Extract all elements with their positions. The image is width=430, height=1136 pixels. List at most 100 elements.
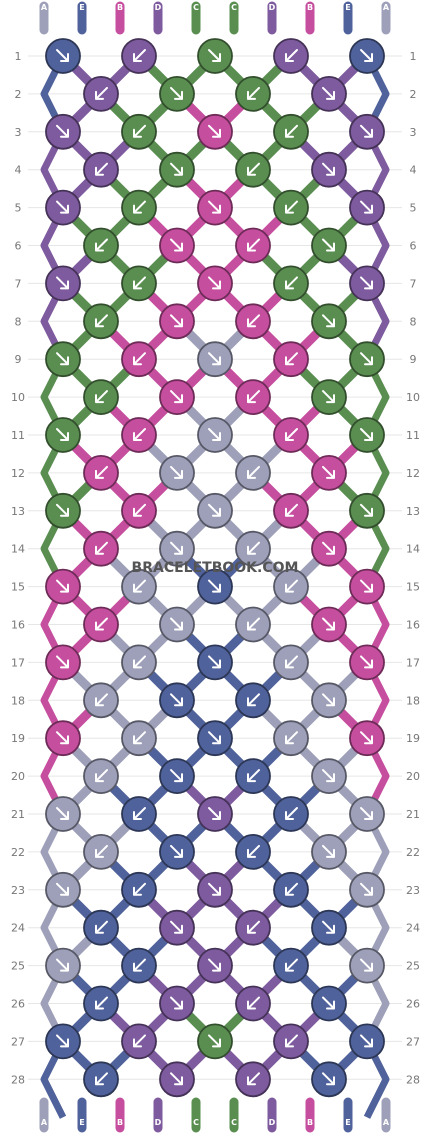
knot[interactable] (83, 76, 119, 112)
knot[interactable] (159, 682, 195, 719)
knot[interactable] (235, 76, 271, 112)
knot[interactable] (349, 796, 385, 832)
knot[interactable] (159, 227, 195, 264)
knot[interactable] (45, 947, 81, 984)
knot[interactable] (235, 530, 271, 567)
knot[interactable] (159, 530, 195, 567)
knot[interactable] (311, 76, 347, 112)
knot[interactable] (45, 644, 81, 681)
knot[interactable] (121, 38, 157, 74)
knot[interactable] (311, 606, 347, 643)
knot[interactable] (311, 1061, 347, 1098)
knot[interactable] (235, 303, 271, 340)
knot[interactable] (83, 227, 119, 264)
knot[interactable] (197, 947, 233, 984)
knot[interactable] (159, 303, 195, 340)
knot[interactable] (197, 568, 233, 605)
knot[interactable] (159, 1061, 195, 1098)
knot[interactable] (159, 758, 195, 794)
knot[interactable] (235, 758, 271, 794)
knot[interactable] (273, 265, 309, 302)
knot[interactable] (45, 568, 81, 605)
knot[interactable] (273, 947, 309, 984)
knot[interactable] (273, 644, 309, 681)
knot[interactable] (197, 720, 233, 757)
knot[interactable] (83, 985, 119, 1022)
knot[interactable] (197, 38, 233, 74)
knot[interactable] (311, 985, 347, 1022)
knot[interactable] (83, 151, 119, 188)
knot[interactable] (83, 1061, 119, 1098)
knot[interactable] (159, 834, 195, 870)
knot[interactable] (235, 379, 271, 416)
knot[interactable] (349, 947, 385, 984)
knot[interactable] (349, 644, 385, 681)
knot[interactable] (45, 720, 81, 757)
knot[interactable] (273, 796, 309, 832)
knot[interactable] (121, 113, 157, 150)
knot[interactable] (121, 644, 157, 681)
knot[interactable] (83, 530, 119, 567)
knot[interactable] (83, 682, 119, 719)
knot[interactable] (349, 38, 385, 74)
knot[interactable] (83, 379, 119, 416)
knot[interactable] (121, 341, 157, 378)
knot[interactable] (349, 189, 385, 226)
knot[interactable] (159, 909, 195, 946)
knot[interactable] (159, 151, 195, 188)
knot[interactable] (159, 985, 195, 1022)
knot[interactable] (121, 1023, 157, 1060)
knot[interactable] (349, 720, 385, 757)
knot[interactable] (45, 492, 81, 529)
knot[interactable] (349, 417, 385, 453)
knot[interactable] (273, 492, 309, 529)
knot[interactable] (235, 454, 271, 491)
knot[interactable] (311, 682, 347, 719)
knot[interactable] (83, 834, 119, 870)
knot[interactable] (311, 303, 347, 340)
knot[interactable] (45, 113, 81, 150)
knot[interactable] (197, 796, 233, 832)
knot[interactable] (159, 606, 195, 643)
knot[interactable] (273, 341, 309, 378)
knot[interactable] (197, 265, 233, 302)
knot[interactable] (197, 1023, 233, 1060)
knot[interactable] (121, 568, 157, 605)
knot[interactable] (45, 871, 81, 908)
knot[interactable] (235, 151, 271, 188)
knot[interactable] (349, 265, 385, 302)
knot[interactable] (121, 720, 157, 757)
knot[interactable] (273, 1023, 309, 1060)
knot[interactable] (121, 189, 157, 226)
knot[interactable] (45, 265, 81, 302)
knot[interactable] (197, 341, 233, 378)
knot[interactable] (45, 189, 81, 226)
knot[interactable] (311, 909, 347, 946)
knot[interactable] (273, 568, 309, 605)
knot[interactable] (197, 189, 233, 226)
knot[interactable] (121, 871, 157, 908)
knot[interactable] (159, 76, 195, 112)
knot[interactable] (83, 909, 119, 946)
knot[interactable] (235, 682, 271, 719)
knot[interactable] (349, 871, 385, 908)
knot[interactable] (83, 303, 119, 340)
knot[interactable] (349, 341, 385, 378)
knot[interactable] (121, 796, 157, 832)
knot[interactable] (311, 454, 347, 491)
knot[interactable] (45, 38, 81, 74)
knot[interactable] (121, 417, 157, 453)
knot[interactable] (121, 947, 157, 984)
knot[interactable] (273, 113, 309, 150)
knot[interactable] (197, 871, 233, 908)
knot[interactable] (235, 606, 271, 643)
knot[interactable] (349, 1023, 385, 1060)
knot[interactable] (45, 341, 81, 378)
knot[interactable] (83, 454, 119, 491)
knot[interactable] (235, 834, 271, 870)
knot[interactable] (45, 417, 81, 453)
knot[interactable] (273, 417, 309, 453)
knot[interactable] (45, 796, 81, 832)
knot[interactable] (349, 492, 385, 529)
knot[interactable] (349, 568, 385, 605)
